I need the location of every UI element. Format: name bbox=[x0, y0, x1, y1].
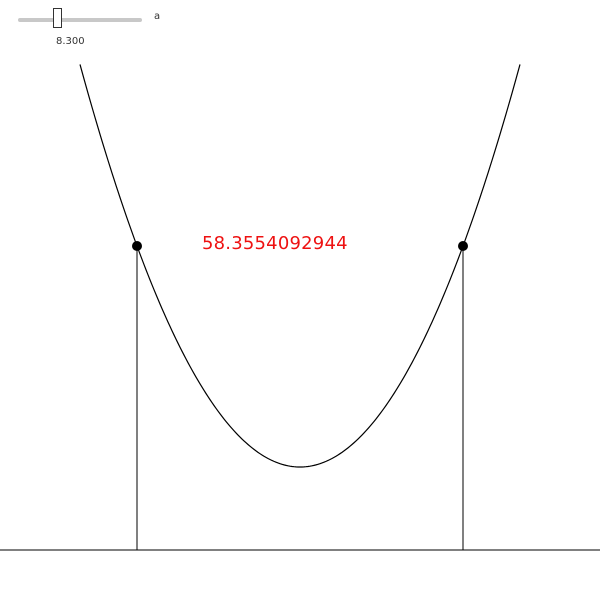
slider-thumb[interactable] bbox=[52, 8, 62, 28]
area-value-text: 58.3554092944 bbox=[202, 233, 348, 254]
slider-label: a bbox=[154, 11, 161, 22]
slider-track[interactable] bbox=[18, 18, 142, 22]
slider-a[interactable] bbox=[18, 8, 144, 32]
parabola-curve[interactable] bbox=[79, 64, 521, 468]
slider-value: 8.300 bbox=[56, 36, 85, 47]
left-intersection-point[interactable] bbox=[132, 241, 142, 251]
right-intersection-point[interactable] bbox=[458, 241, 468, 251]
